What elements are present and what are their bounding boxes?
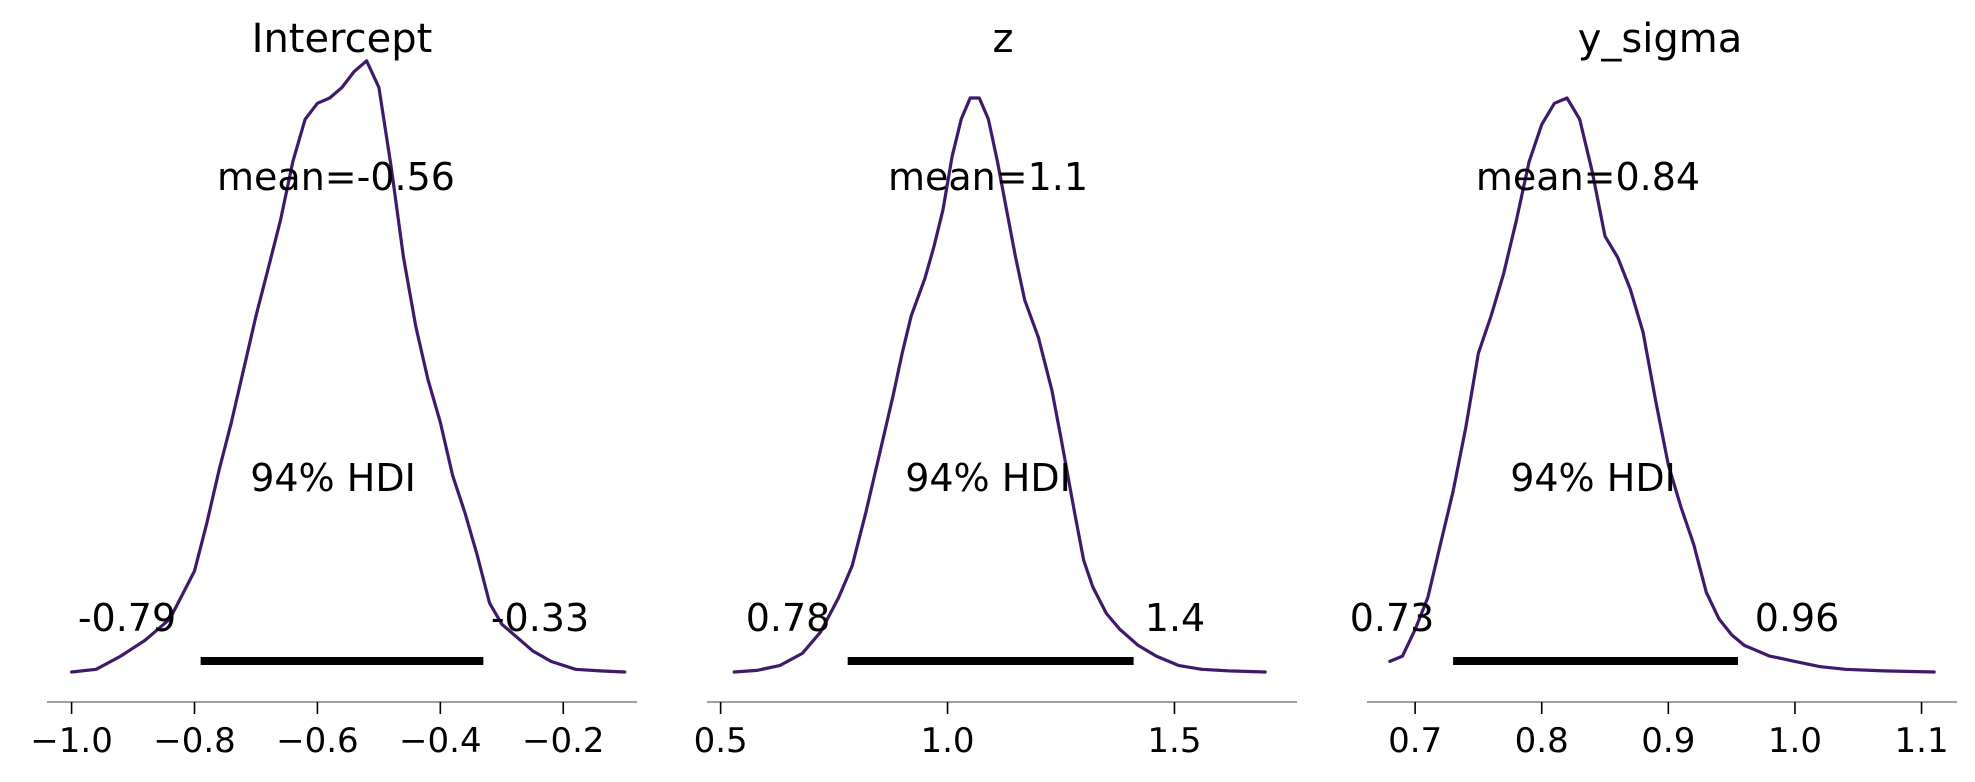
- panel-y-sigma: y_sigma mean=0.84 94% HDI 0.73 0.96 0.7 0.8 0.9…: [1350, 16, 1957, 761]
- x-tick-label: 1.1: [1895, 721, 1949, 761]
- x-tick-label: −0.8: [153, 721, 236, 761]
- mean-label: mean=-0.56: [217, 155, 455, 199]
- density-curve: [732, 96, 1267, 674]
- density-curve: [70, 59, 627, 674]
- x-tick-label: −0.2: [522, 721, 605, 761]
- hdi-high-label: -0.33: [491, 596, 589, 640]
- x-tick-label: 1.0: [920, 721, 974, 761]
- hdi-label: 94% HDI: [1510, 456, 1676, 500]
- panel-title: y_sigma: [1578, 16, 1743, 62]
- hdi-label: 94% HDI: [250, 456, 416, 500]
- hdi-low-label: 0.78: [746, 596, 831, 640]
- panel-title: z: [993, 16, 1014, 62]
- mean-label: mean=0.84: [1476, 155, 1700, 199]
- x-tick-label: 1.0: [1768, 721, 1822, 761]
- x-tick-label: −1.0: [30, 721, 113, 761]
- x-tick-label: 0.9: [1641, 721, 1695, 761]
- hdi-high-label: 0.96: [1755, 596, 1840, 640]
- x-tick-label: −0.4: [399, 721, 482, 761]
- density-curve: [1388, 96, 1936, 674]
- hdi-low-label: -0.79: [78, 596, 176, 640]
- hdi-label: 94% HDI: [905, 456, 1071, 500]
- panel-title: Intercept: [252, 16, 433, 62]
- hdi-high-label: 1.4: [1145, 596, 1205, 640]
- x-tick-label: −0.6: [276, 721, 359, 761]
- mean-label: mean=1.1: [888, 155, 1088, 199]
- x-tick-label: 1.5: [1147, 721, 1201, 761]
- x-tick-label: 0.7: [1388, 721, 1442, 761]
- hdi-low-label: 0.73: [1350, 596, 1435, 640]
- panel-intercept: Intercept mean=-0.56 94% HDI -0.79 -0.33 −1.0…: [30, 16, 637, 761]
- panel-z: z mean=1.1 94% HDI 0.78 1.4 0.5 1.0 1.5: [694, 16, 1297, 761]
- x-tick-label: 0.8: [1515, 721, 1569, 761]
- x-tick-label: 0.5: [694, 721, 748, 761]
